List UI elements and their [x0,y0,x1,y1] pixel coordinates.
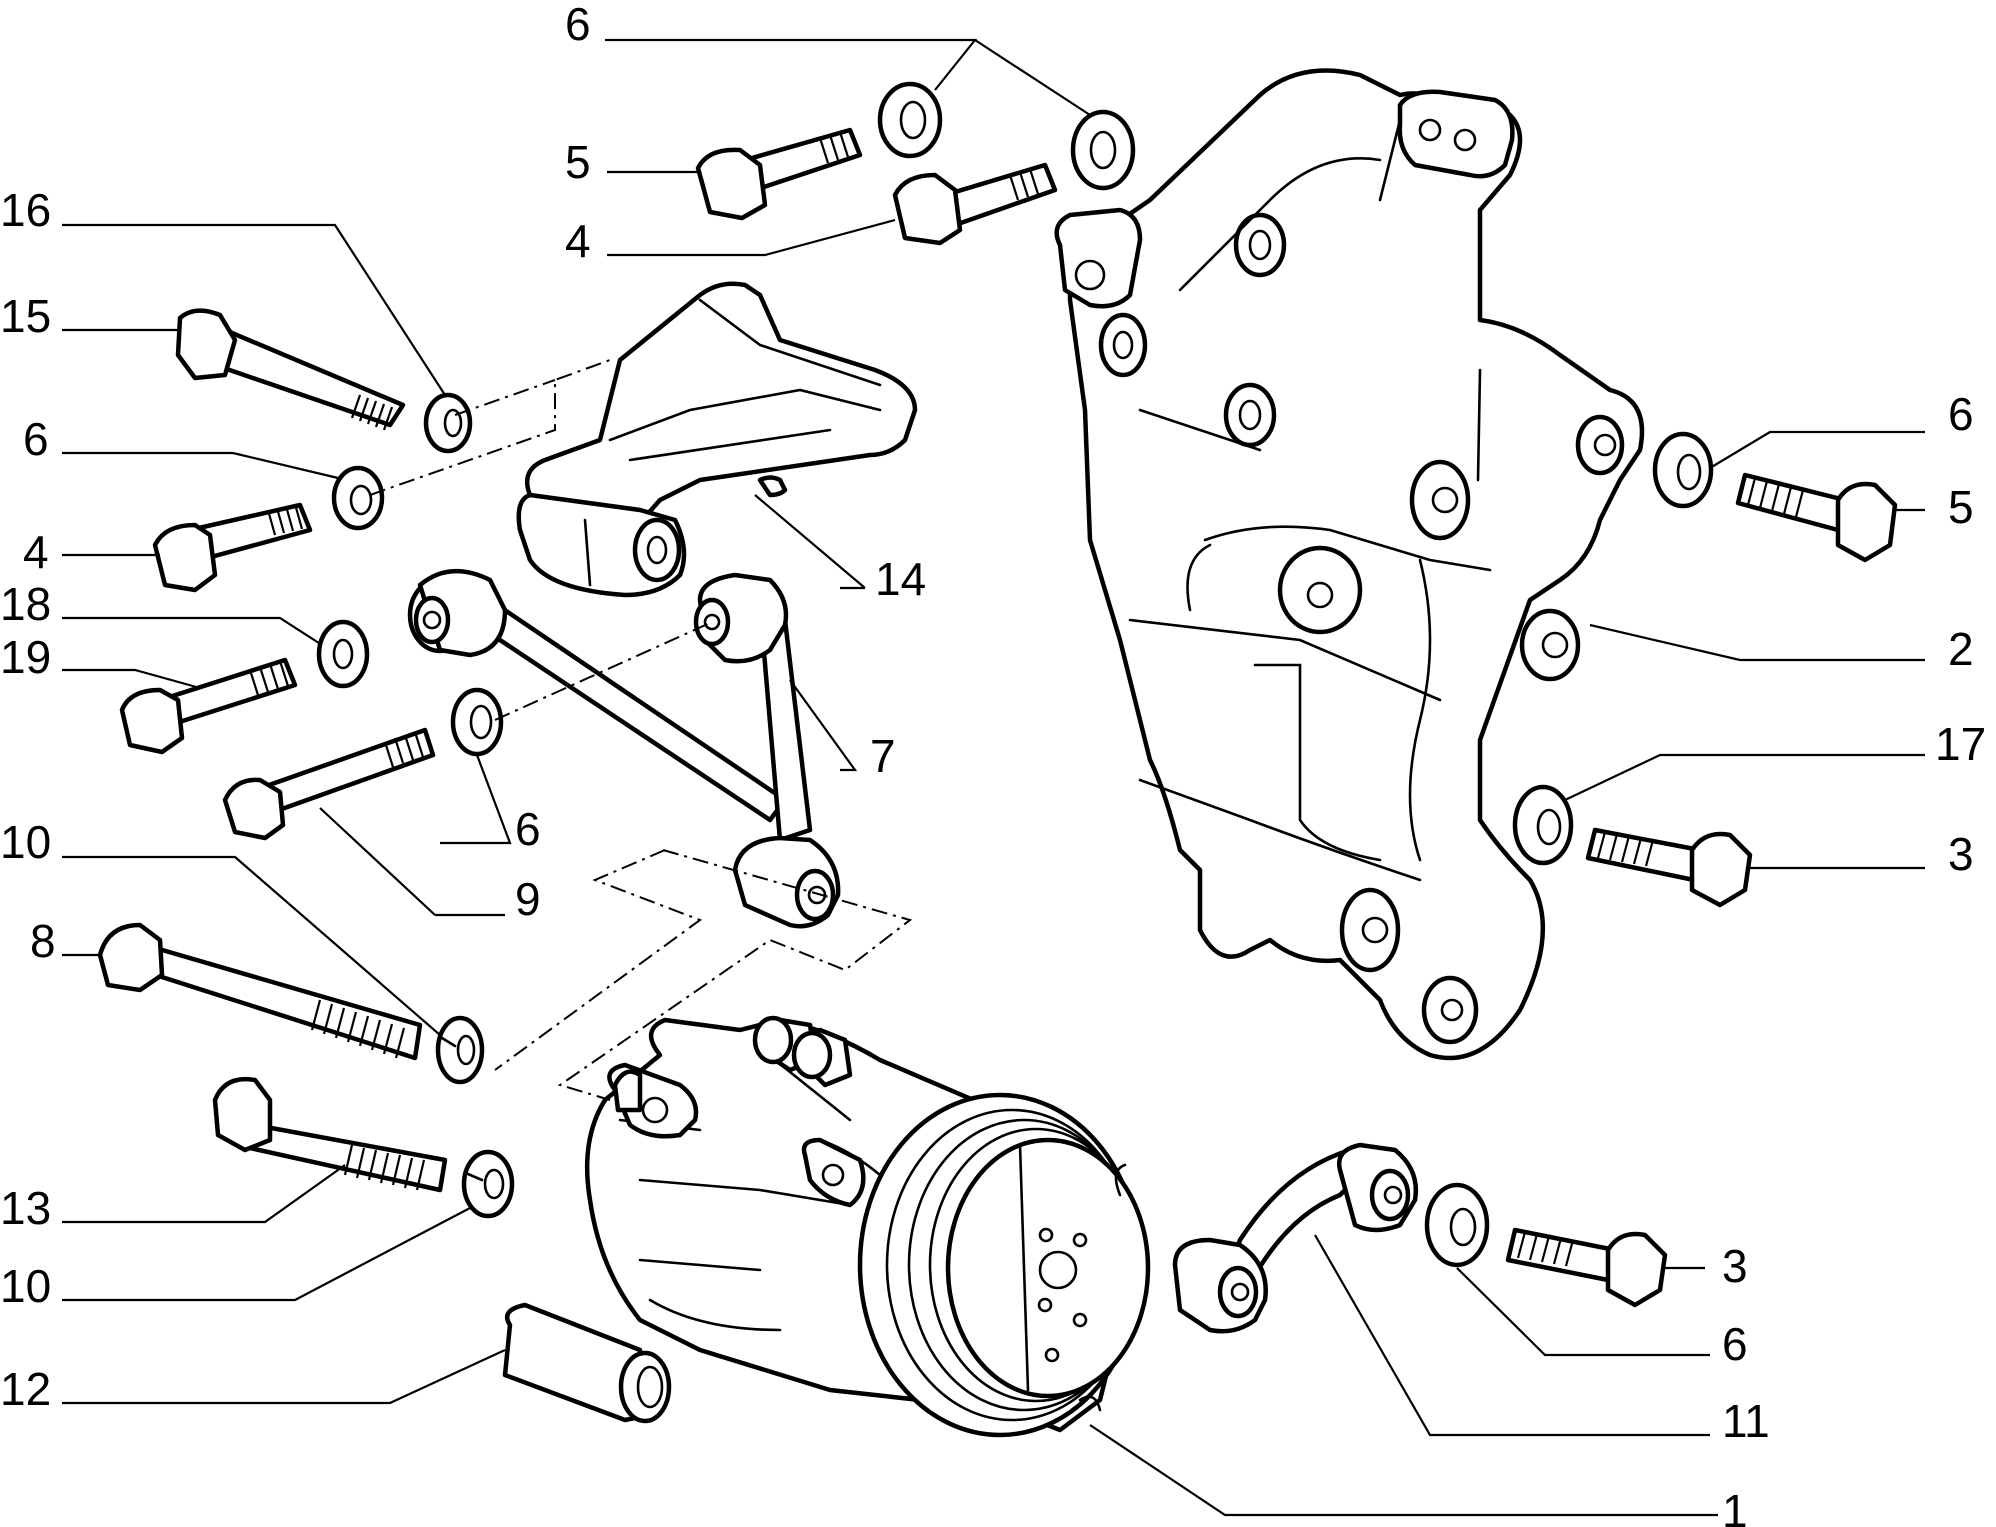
support-arm [516,281,918,598]
callout-5-right: 5 [1948,481,1974,533]
assembly-center-lines [369,359,913,1101]
callout-16: 16 [0,184,51,236]
washer-6-mid [450,687,504,757]
callout-1: 1 [1722,1485,1748,1527]
washer-6-lower [1424,1182,1490,1268]
callout-9: 9 [515,873,541,925]
callout-6-top: 6 [565,0,591,50]
bolt-5-right [1735,472,1898,563]
washer-10-upper [435,1015,485,1085]
bolt-15 [175,308,406,431]
callout-5-top: 5 [565,136,591,188]
washer-6-left [331,465,385,531]
washer-16 [426,395,470,451]
washer-6-right [1652,431,1714,509]
callout-2: 2 [1948,623,1974,675]
tension-link-rod [407,568,841,929]
bolt-8 [97,922,423,1061]
callout-6-right: 6 [1948,388,1974,440]
callout-6-left: 6 [23,413,49,465]
leader-lines [62,38,1925,1517]
compressor-support-bracket [1054,68,1645,1061]
callout-11: 11 [1722,1395,1770,1447]
callout-13: 13 [0,1182,51,1234]
bolt-3-lower [1505,1227,1668,1308]
callout-8: 8 [30,915,56,967]
bolt-3-upper [1585,827,1753,908]
callout-4-left: 4 [23,526,49,578]
callout-17: 17 [1935,718,1986,770]
washer-17 [1512,784,1574,866]
bolt-4-top [892,162,1058,246]
bolt-19 [119,657,298,755]
callout-14: 14 [875,553,926,605]
callout-12: 12 [0,1363,51,1415]
washer-10-lower [461,1149,515,1219]
bolt-5-top [695,127,863,221]
callout-10-upper: 10 [0,816,51,868]
callout-7: 7 [870,730,896,782]
callout-3-lower: 3 [1722,1240,1748,1292]
callout-6-mid: 6 [515,803,541,855]
spacer-sleeve [502,1302,672,1424]
callout-19: 19 [0,631,51,683]
pipe-fitting [1172,1142,1419,1334]
callout-15: 15 [0,290,51,342]
callout-18: 18 [0,578,51,630]
bolt-13 [212,1076,448,1193]
washer-6-top-right [1070,109,1136,191]
washer-18 [316,619,370,689]
callout-6-lower: 6 [1722,1318,1748,1370]
callout-3-upper: 3 [1948,828,1974,880]
callout-10-lower: 10 [0,1260,51,1312]
callout-4-top: 4 [565,215,591,267]
bolt-4-left [152,502,313,593]
ac-compressor [584,1015,1151,1438]
washer-6-top-left [877,81,943,159]
bolt-9 [222,727,436,841]
